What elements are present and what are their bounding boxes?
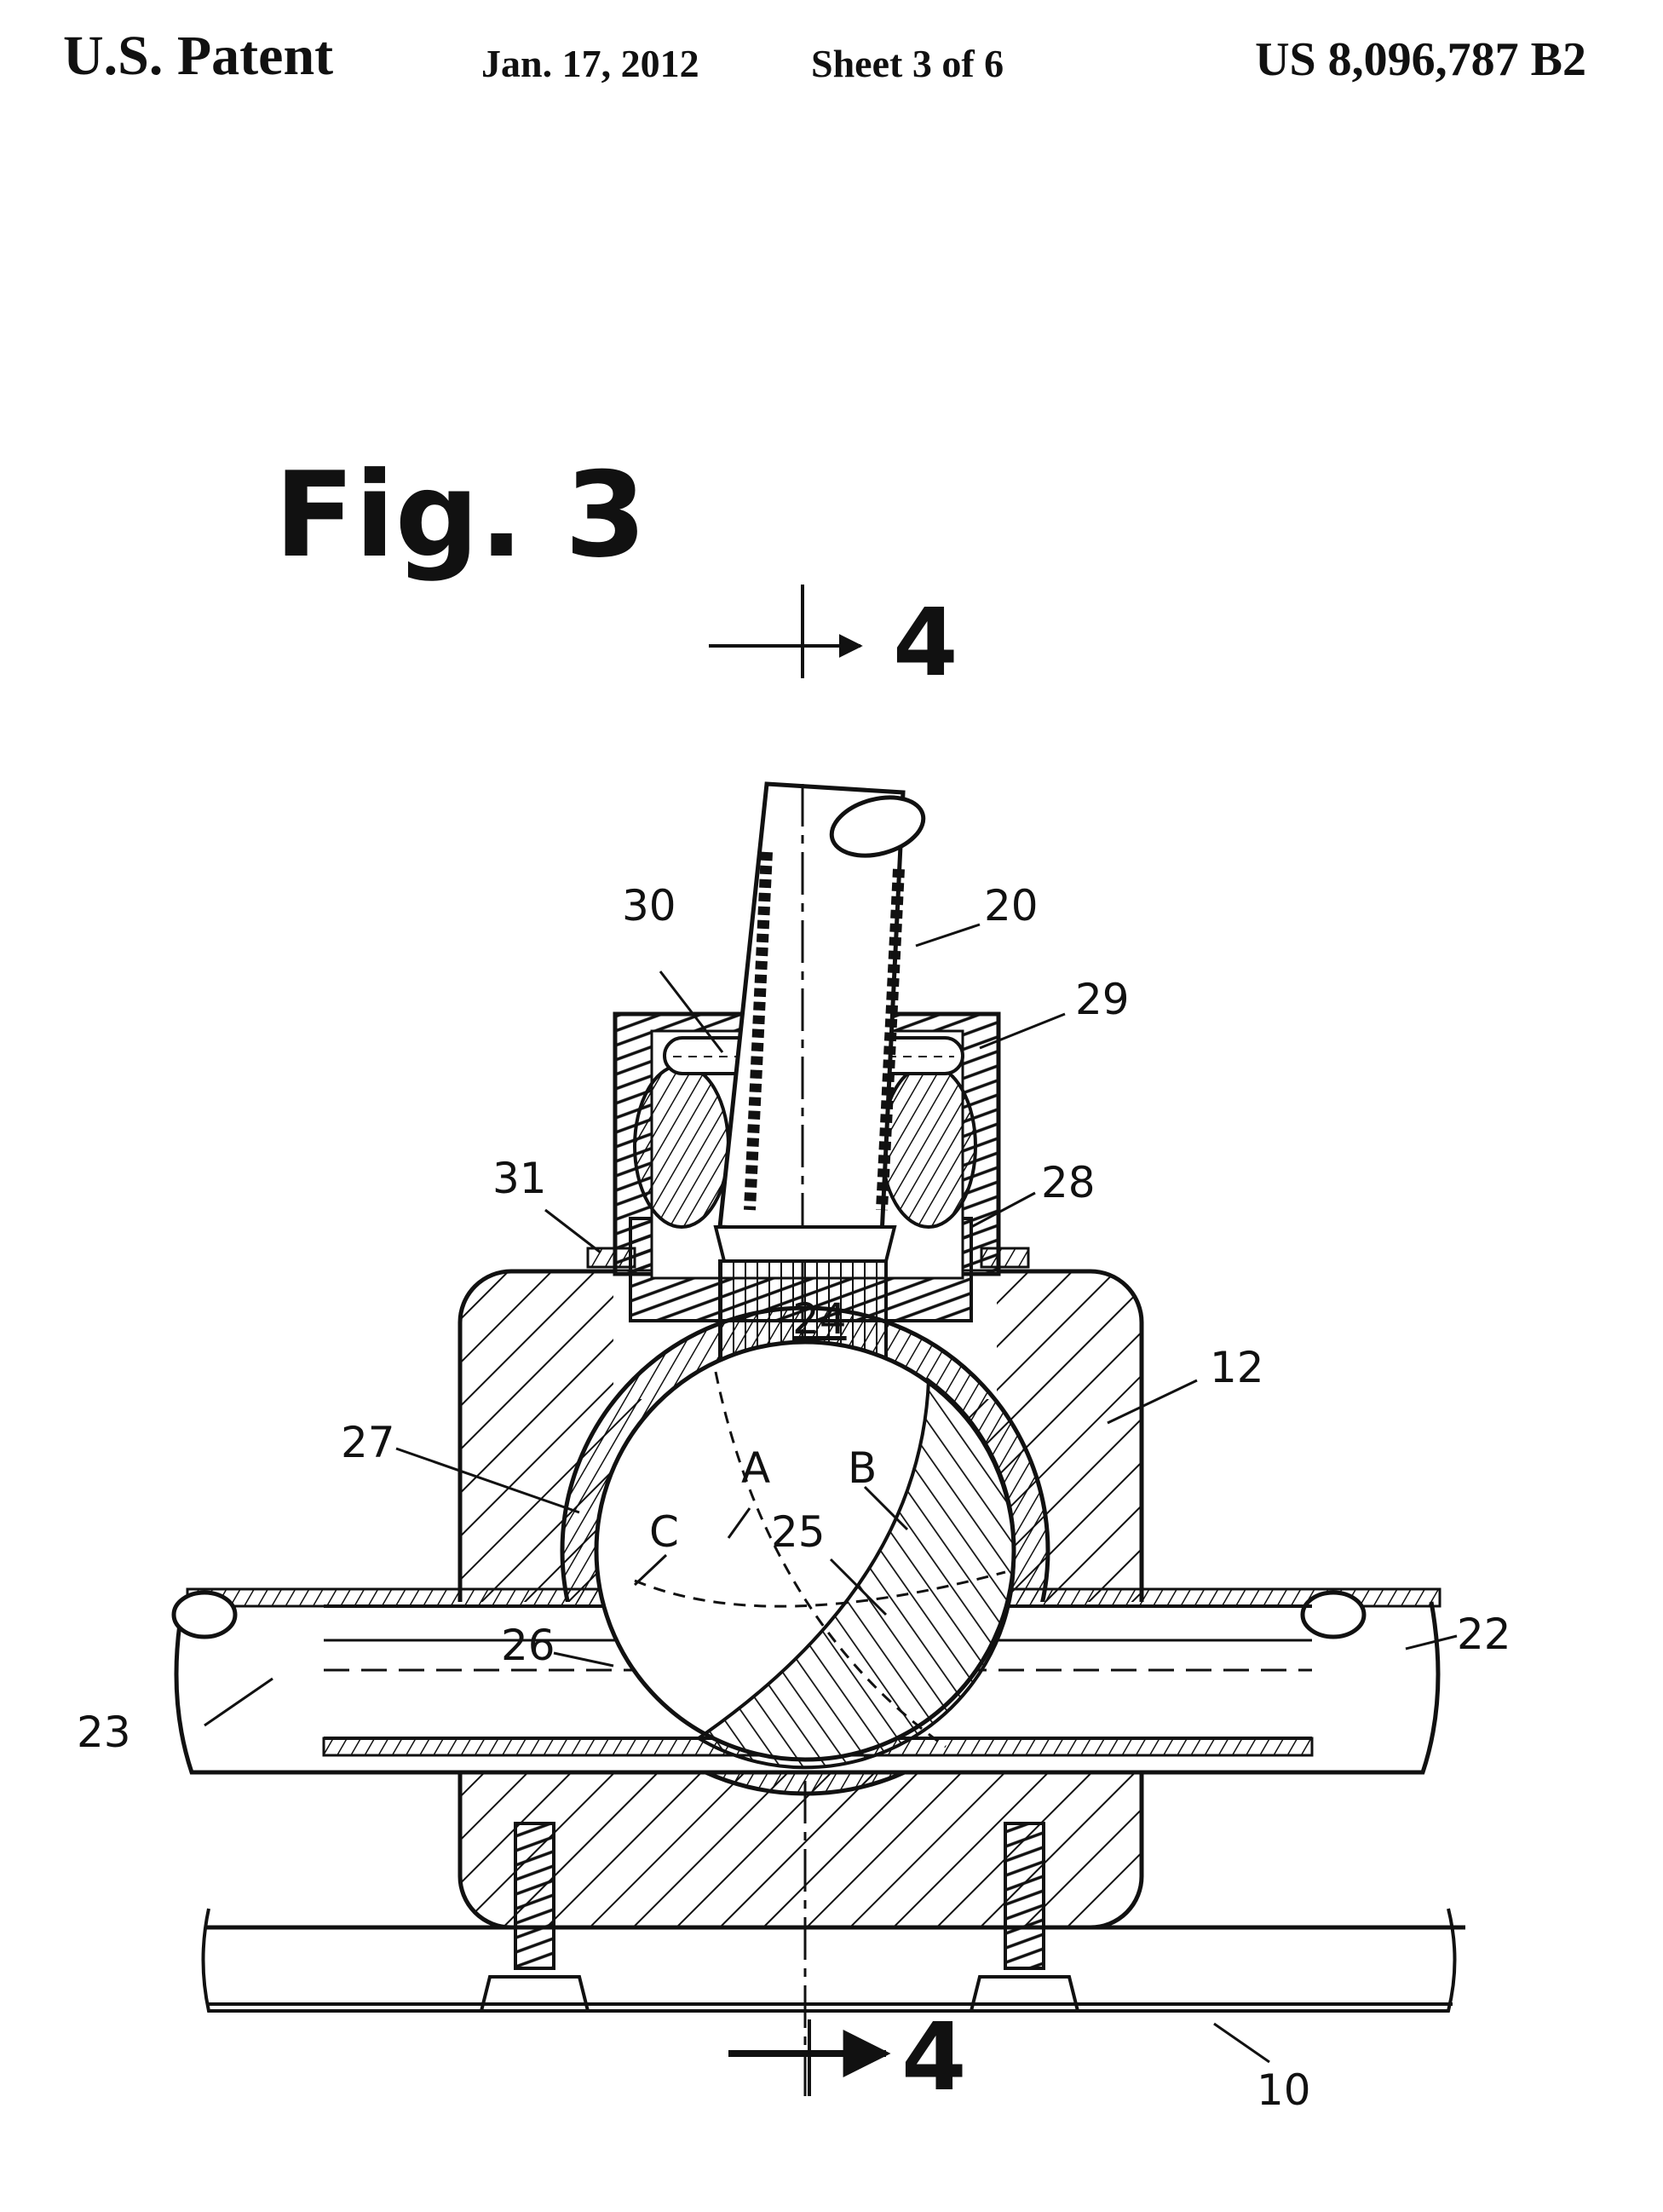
section-number-bottom: 4	[901, 2002, 967, 2111]
label-25: 25	[771, 1507, 826, 1557]
label-B: B	[848, 1443, 877, 1493]
label-30: 30	[622, 881, 676, 930]
section-mark-top: 4	[709, 585, 958, 697]
label-C: C	[649, 1507, 679, 1557]
section-number-top: 4	[893, 588, 958, 697]
label-22: 22	[1457, 1610, 1511, 1659]
label-31: 31	[492, 1154, 547, 1203]
label-24: 24	[792, 1294, 847, 1344]
label-26: 26	[501, 1621, 555, 1670]
label-20: 20	[984, 881, 1039, 930]
label-28: 28	[1041, 1158, 1096, 1207]
label-10: 10	[1257, 2065, 1311, 2115]
label-29: 29	[1075, 975, 1130, 1024]
label-27: 27	[341, 1418, 395, 1467]
section-mark-bottom: 4	[728, 2002, 967, 2111]
label-23: 23	[77, 1708, 131, 1757]
label-12: 12	[1210, 1343, 1264, 1392]
label-A: A	[741, 1443, 770, 1493]
figure-title: Fig. 3	[274, 446, 647, 584]
